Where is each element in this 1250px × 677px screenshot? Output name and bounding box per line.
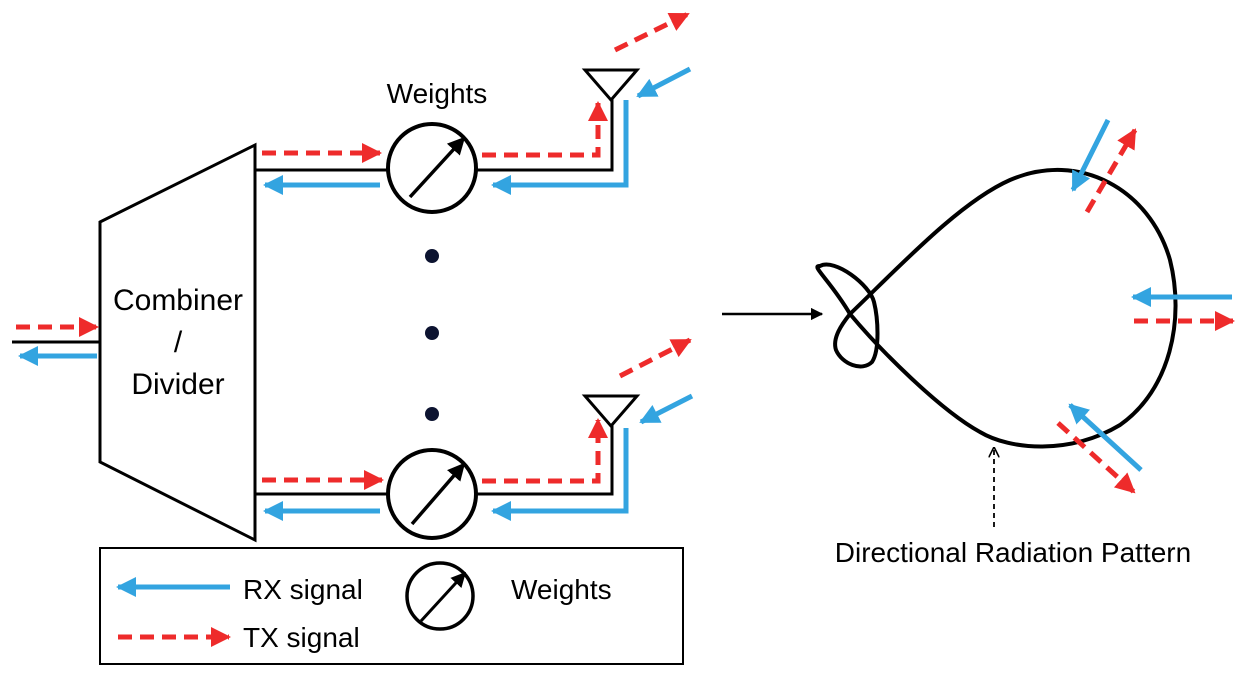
legend-rx-label: RX signal — [243, 574, 363, 605]
bottom-rx-path — [491, 428, 629, 521]
ellipsis-dot-3 — [425, 407, 439, 421]
top-rx-path — [491, 100, 629, 195]
pattern-rx-lower — [1068, 403, 1143, 472]
pattern-rx-upper — [1070, 118, 1111, 192]
top-tx-path — [482, 101, 608, 158]
radiation-main-lobe — [847, 168, 1178, 449]
legend-box — [99, 547, 684, 665]
combiner-label-line1: Combiner — [113, 284, 243, 317]
bottom-rx-incoming — [639, 393, 694, 425]
legend-weights-label: Weights — [511, 574, 612, 605]
top-antenna-feed — [476, 98, 614, 172]
weights-label-top: Weights — [387, 78, 488, 109]
top-antenna-icon — [581, 68, 641, 103]
radiation-back-lobe — [815, 262, 880, 369]
bottom-tx-radiate — [618, 337, 692, 379]
pattern-tx-upper — [1084, 128, 1138, 214]
combiner-label-line3: Divider — [131, 368, 224, 401]
legend-tx-label: TX signal — [243, 622, 360, 653]
ellipsis-dot-2 — [425, 326, 439, 340]
combiner-divider-block — [98, 142, 257, 543]
combiner-label-line2: / — [174, 326, 183, 359]
pattern-tx-lower — [1056, 421, 1136, 494]
top-rx-incoming — [636, 66, 692, 99]
bottom-tx-path — [482, 418, 608, 484]
pattern-label: Directional Radiation Pattern — [835, 537, 1191, 568]
bottom-antenna-icon — [581, 394, 641, 429]
ellipsis-dot-1 — [425, 249, 439, 263]
bottom-weight-icon — [386, 448, 478, 540]
top-tx-radiate — [613, 11, 690, 53]
bottom-antenna-feed — [476, 424, 614, 496]
top-weight-icon — [386, 122, 478, 214]
legend-weight-icon — [405, 561, 475, 631]
